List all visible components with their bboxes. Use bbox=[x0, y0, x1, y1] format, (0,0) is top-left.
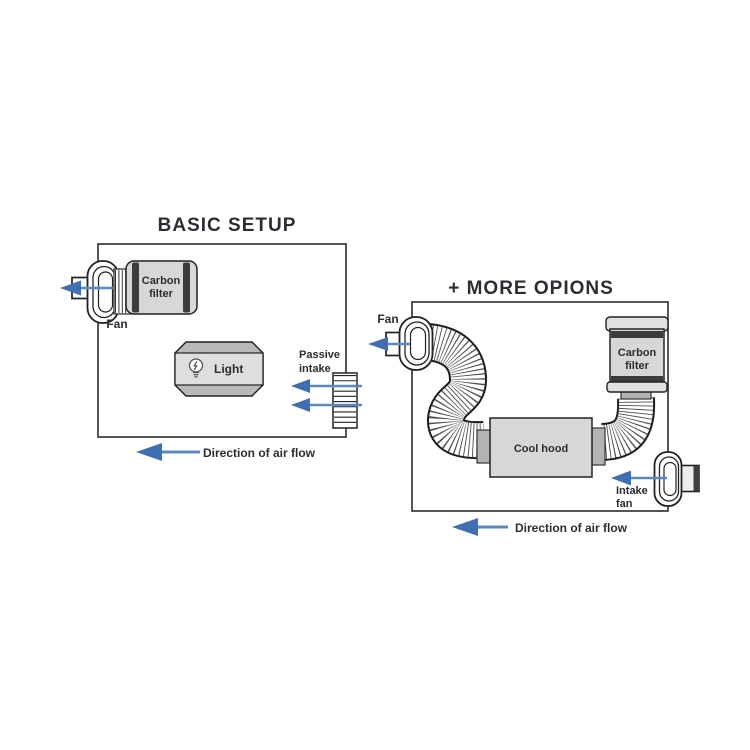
passive-intake-label-line1: Passive bbox=[299, 349, 340, 361]
direction-label: Direction of air flow bbox=[515, 521, 628, 535]
passive-intake-label-line2: intake bbox=[299, 363, 331, 375]
intake-fan bbox=[653, 451, 683, 507]
flex-duct-right bbox=[600, 397, 656, 461]
flex-duct-left bbox=[424, 323, 487, 460]
intake-fan-arrow bbox=[611, 470, 667, 486]
exhaust-arrow bbox=[60, 280, 113, 296]
more-options-section: + MORE OPIONS Cool hood bbox=[368, 278, 700, 536]
basic-tent-box bbox=[97, 243, 347, 438]
fan-exhaust-arrow bbox=[368, 337, 410, 351]
intake-fan-label-line2: fan bbox=[616, 498, 633, 510]
fan-label: Fan bbox=[377, 312, 398, 326]
light-label: Light bbox=[214, 362, 243, 376]
passive-intake-vent bbox=[332, 372, 358, 429]
carbon-filter-label-line1: Carbon bbox=[142, 275, 181, 287]
basic-setup-title: BASIC SETUP bbox=[158, 215, 297, 236]
fan bbox=[398, 316, 434, 371]
more-tent-box bbox=[411, 301, 669, 512]
direction-label: Direction of air flow bbox=[203, 446, 316, 460]
intake-fan-label-line1: Intake bbox=[616, 485, 648, 497]
grow-light: Light bbox=[174, 341, 264, 397]
intake-fan-cylinder bbox=[677, 464, 700, 493]
light-bulb-icon bbox=[188, 358, 204, 378]
basic-setup-section: BASIC SETUP Carbon filter Fan bbox=[60, 215, 362, 461]
passive-intake-arrow-top bbox=[291, 379, 362, 393]
fan bbox=[86, 260, 120, 324]
direction-arrow bbox=[452, 518, 508, 536]
carbon-filter-label-line2: filter bbox=[149, 288, 174, 300]
more-options-title: + MORE OPIONS bbox=[448, 278, 614, 299]
passive-intake-arrow-bottom bbox=[291, 398, 362, 412]
cool-hood: Cool hood bbox=[476, 417, 606, 478]
carbon-filter: Carbon filter bbox=[125, 260, 198, 315]
direction-arrow bbox=[136, 443, 200, 461]
carbon-filter-vertical: Carbon filter bbox=[605, 316, 669, 400]
fan-label: Fan bbox=[106, 317, 127, 331]
carbon-filter-label-line1: Carbon bbox=[618, 347, 657, 359]
carbon-filter-label-line2: filter bbox=[625, 360, 650, 372]
cool-hood-label: Cool hood bbox=[514, 443, 568, 455]
